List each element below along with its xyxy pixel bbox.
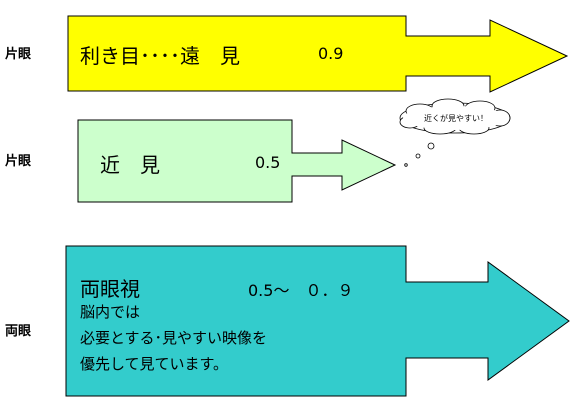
near-acuity-value: 0.5 [255, 153, 281, 172]
row-label-binocular: 両眼 [5, 324, 32, 339]
binocular-body-line-3: 優先して見ています。 [80, 355, 229, 373]
thought-trail-dot [404, 163, 408, 167]
binocular-body-line-1: 脳内では [80, 303, 141, 321]
thought-trail-dot [415, 153, 421, 159]
thought-trail-dot [427, 142, 435, 150]
near-arrow-shape [77, 119, 397, 203]
binocular-body-line-2: 必要とする･見やすい映像を [80, 329, 268, 347]
distance-heading: 利き目････遠 見 [80, 44, 240, 68]
near-heading: 近 見 [100, 153, 160, 177]
row-label-monocular-near: 片眼 [5, 154, 32, 169]
thought-bubble-text: 近くが見やすい！ [424, 114, 488, 123]
binocular-acuity-range: 0.5～ ０．９ [248, 281, 354, 300]
distance-arrow-shape [67, 15, 569, 93]
distance-acuity-value: 0.9 [318, 44, 344, 63]
binocular-arrow-shape [65, 245, 570, 397]
row-label-monocular-distance: 片眼 [5, 47, 32, 62]
binocular-heading: 両眼視 [80, 277, 140, 301]
thought-bubble-cloud [399, 98, 511, 135]
